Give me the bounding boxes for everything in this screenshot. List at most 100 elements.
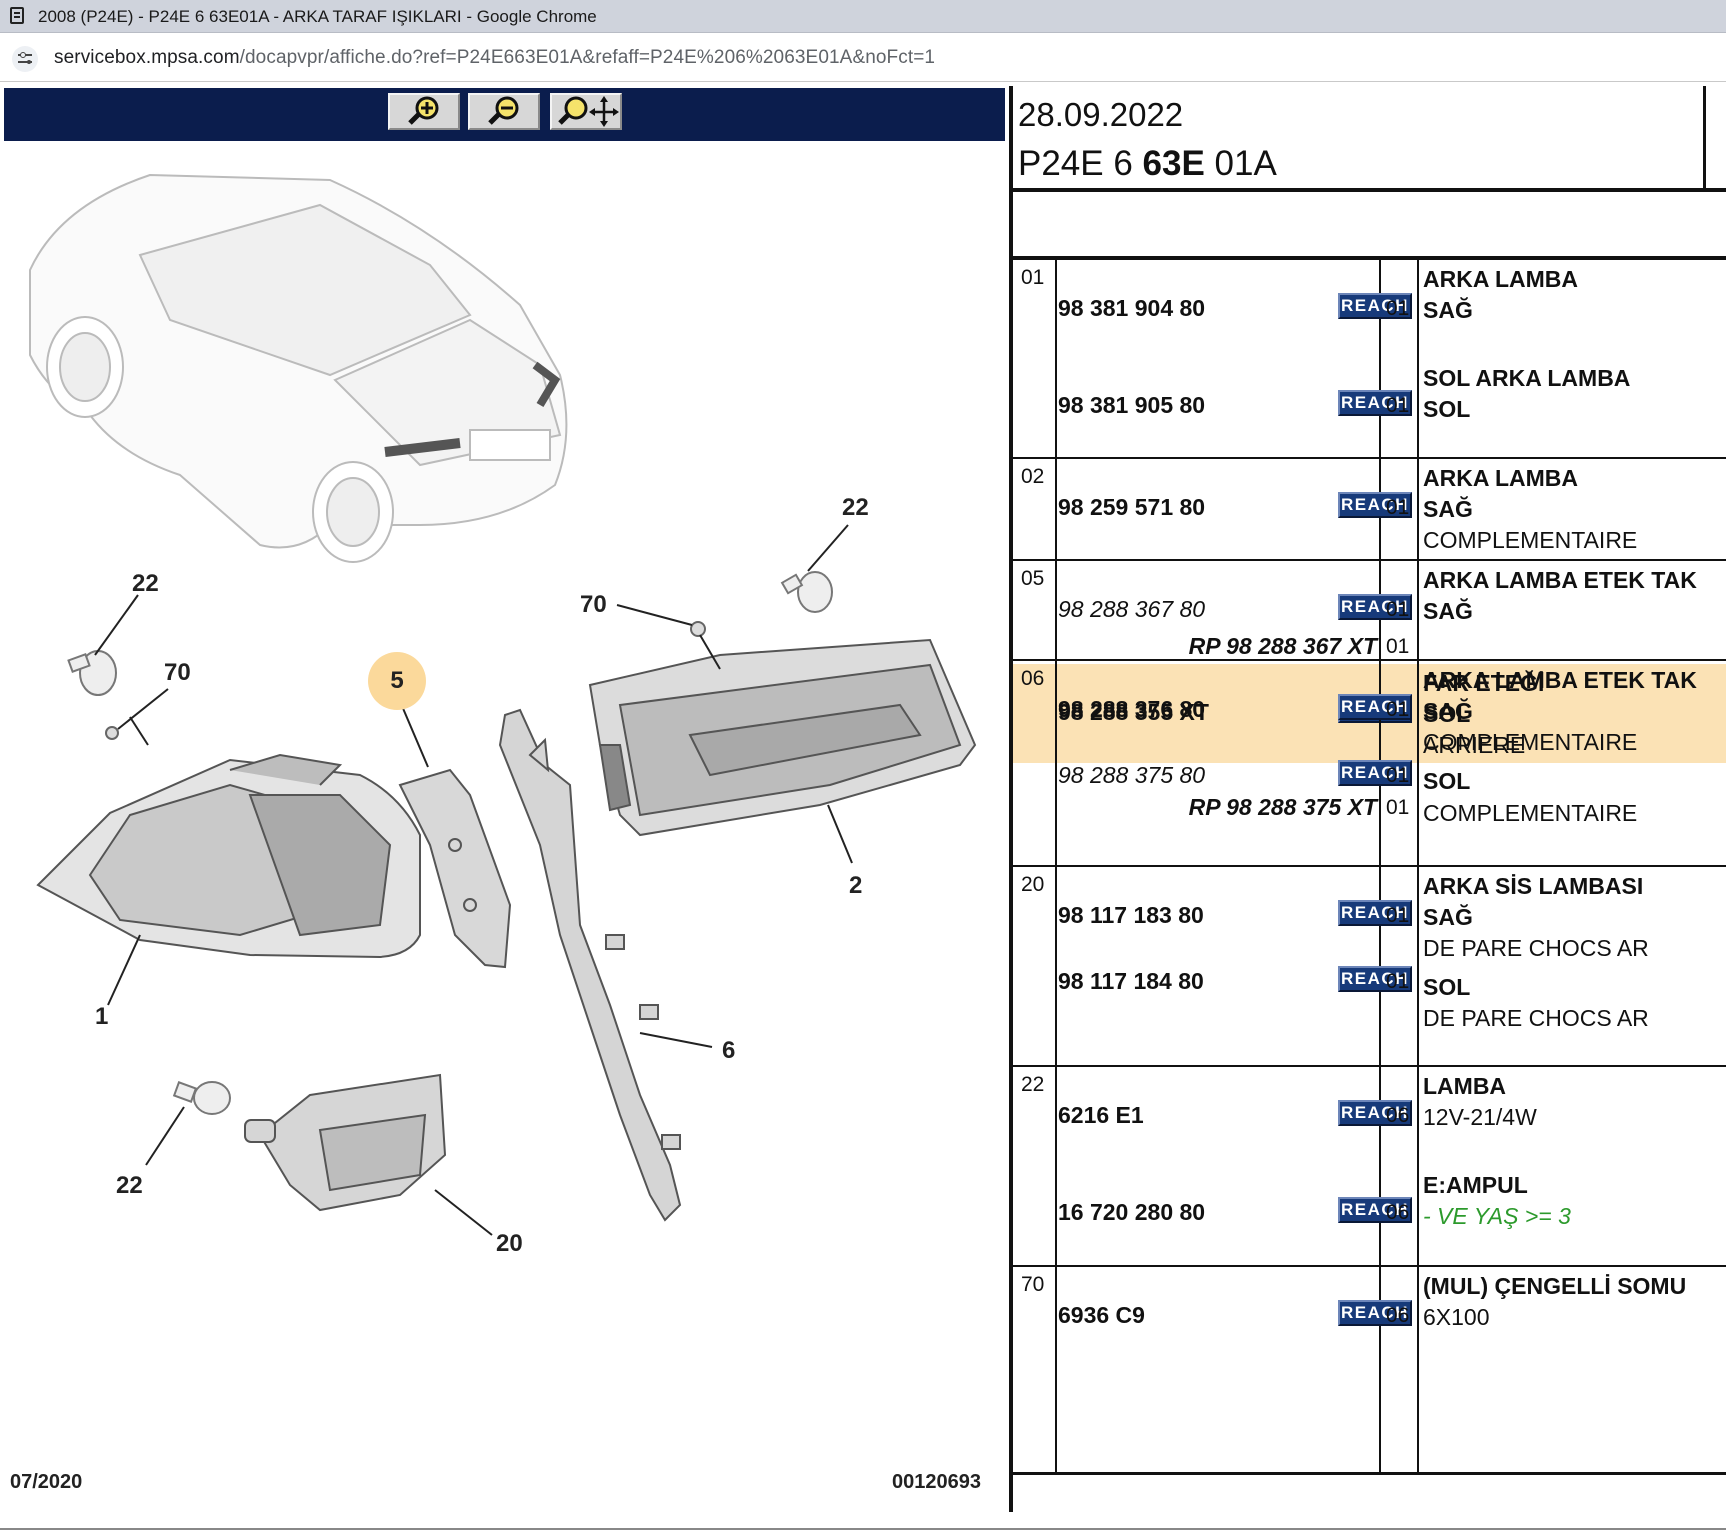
zoom-in-button[interactable]	[388, 93, 460, 130]
column-divider	[1417, 661, 1419, 865]
quantity: 01	[1386, 970, 1410, 993]
part-number[interactable]: 98 288 355 XT	[1058, 699, 1209, 725]
callout-70b: 70	[580, 591, 607, 618]
replacement-part-number[interactable]: RP 98 288 367 XT	[1188, 633, 1377, 659]
column-divider	[1379, 1267, 1381, 1472]
part-number[interactable]: 98 288 367 80	[1058, 596, 1206, 622]
reach-badge: REACH	[1338, 900, 1412, 926]
ref-bold: 63E	[1142, 144, 1205, 183]
reference-number: 06	[1021, 667, 1045, 690]
part-description: SOL	[1423, 768, 1471, 794]
reach-badge: REACH	[1338, 694, 1412, 720]
parts-header: 28.09.2022 P24E 6 63E 01A	[1013, 86, 1726, 192]
part-description: SAĞ	[1423, 698, 1473, 724]
zoom-in-icon	[408, 96, 439, 125]
reference-number: 05	[1021, 567, 1045, 590]
document-icon	[10, 7, 24, 24]
nut-icons	[105, 621, 706, 740]
part-20-fog-lamp	[244, 1073, 447, 1212]
url-path: /docapvpr/affiche.do?ref=P24E663E01A&ref…	[239, 47, 936, 68]
part-description: E:AMPUL	[1423, 1172, 1528, 1198]
part-5-trim	[398, 768, 512, 969]
callout-5-highlighted[interactable]: 5	[368, 652, 426, 710]
quantity: 01	[1386, 698, 1410, 721]
part-number[interactable]: 98 117 184 80	[1058, 968, 1204, 994]
panel-divider	[1009, 86, 1013, 1512]
window-titlebar: 2008 (P24E) - P24E 6 63E01A - ARKA TARAF…	[0, 0, 1726, 33]
reference-number: 20	[1021, 873, 1045, 896]
part-description: 6X100	[1423, 1304, 1490, 1330]
column-divider	[1055, 459, 1057, 559]
column-divider	[1055, 661, 1057, 865]
address-bar[interactable]: servicebox.mpsa.com/docapvpr/affiche.do?…	[0, 34, 1726, 82]
site-settings-icon[interactable]	[12, 46, 38, 72]
zoom-out-button[interactable]	[468, 93, 540, 130]
callout-22c: 22	[116, 1172, 143, 1199]
part-description: LAMBA	[1423, 1073, 1507, 1099]
quantity: 01	[1386, 635, 1410, 658]
column-divider	[1379, 1067, 1381, 1265]
reference-number: 70	[1021, 1273, 1045, 1296]
part-description: (MUL) ÇENGELLİ SOMU	[1423, 1273, 1687, 1299]
column-divider	[1055, 1067, 1057, 1265]
part-description: SOL ARKA LAMBA	[1423, 365, 1631, 391]
quantity: 06	[1386, 1304, 1410, 1327]
quantity: 01	[1386, 796, 1410, 819]
reference-number: 22	[1021, 1073, 1045, 1096]
part-number[interactable]: 98 117 183 80	[1058, 902, 1204, 928]
part-number[interactable]: 98 288 375 80	[1058, 762, 1206, 788]
quantity: 06	[1386, 1201, 1410, 1224]
replacement-part-number[interactable]: RP 98 288 375 XT	[1188, 794, 1377, 820]
part-number[interactable]: 6216 E1	[1058, 1102, 1144, 1128]
reach-badge: REACH	[1338, 293, 1412, 319]
reach-badge: REACH	[1338, 1100, 1412, 1126]
part-number[interactable]: 98 259 571 80	[1058, 494, 1206, 520]
part-description: COMPLEMENTAIRE	[1423, 729, 1638, 755]
part-1-tail-lamp	[36, 753, 421, 959]
diagram-date: 07/2020	[10, 1471, 83, 1493]
part-number[interactable]: 98 381 905 80	[1058, 392, 1206, 418]
part-number[interactable]: 16 720 280 80	[1058, 1199, 1206, 1225]
part-description: SAĞ	[1423, 598, 1473, 624]
url-field[interactable]: servicebox.mpsa.com/docapvpr/affiche.do?…	[54, 47, 935, 69]
reach-badge: REACH	[1338, 760, 1412, 786]
part-6-trim-strip	[498, 708, 682, 1222]
diagram-toolbar	[4, 88, 1005, 141]
bulb-icons	[67, 571, 833, 1115]
part-description: ARKA LAMBA	[1423, 465, 1579, 491]
part-number[interactable]: 98 288 376 80	[1058, 696, 1206, 722]
quantity: 01	[1386, 297, 1410, 320]
callout-70a: 70	[164, 659, 191, 686]
zoom-pan-button[interactable]	[550, 93, 622, 130]
callout-22b: 22	[842, 494, 869, 521]
part-number[interactable]: 98 381 904 80	[1058, 295, 1206, 321]
reach-badge: REACH	[1338, 1197, 1412, 1223]
callout-20: 20	[496, 1230, 523, 1257]
part-number[interactable]: 6936 C9	[1058, 1302, 1145, 1328]
part-description: FAR ETEĞİ	[1423, 670, 1545, 696]
diagram-code: 00120693	[892, 1471, 981, 1493]
quantity: 01	[1386, 764, 1410, 787]
part-description: ARKA SİS LAMBASI	[1423, 873, 1644, 899]
column-divider	[1055, 867, 1057, 1065]
ref-prefix: P24E 6	[1018, 144, 1143, 183]
ref-suffix: 01A	[1204, 144, 1277, 183]
part-description: DE PARE CHOCS AR	[1423, 935, 1649, 961]
callout-2: 2	[849, 872, 863, 899]
vehicle-illustration	[29, 173, 568, 563]
url-host: servicebox.mpsa.com	[54, 47, 240, 68]
quantity: 01	[1386, 598, 1410, 621]
part-description: SOL	[1423, 701, 1471, 727]
part-description: SOL	[1423, 974, 1471, 1000]
leader-lines	[94, 524, 853, 1236]
parts-illustration	[29, 173, 977, 1236]
window-title: 2008 (P24E) - P24E 6 63E01A - ARKA TARAF…	[38, 7, 597, 26]
callout-22a: 22	[132, 570, 159, 597]
column-divider	[1055, 1267, 1057, 1472]
